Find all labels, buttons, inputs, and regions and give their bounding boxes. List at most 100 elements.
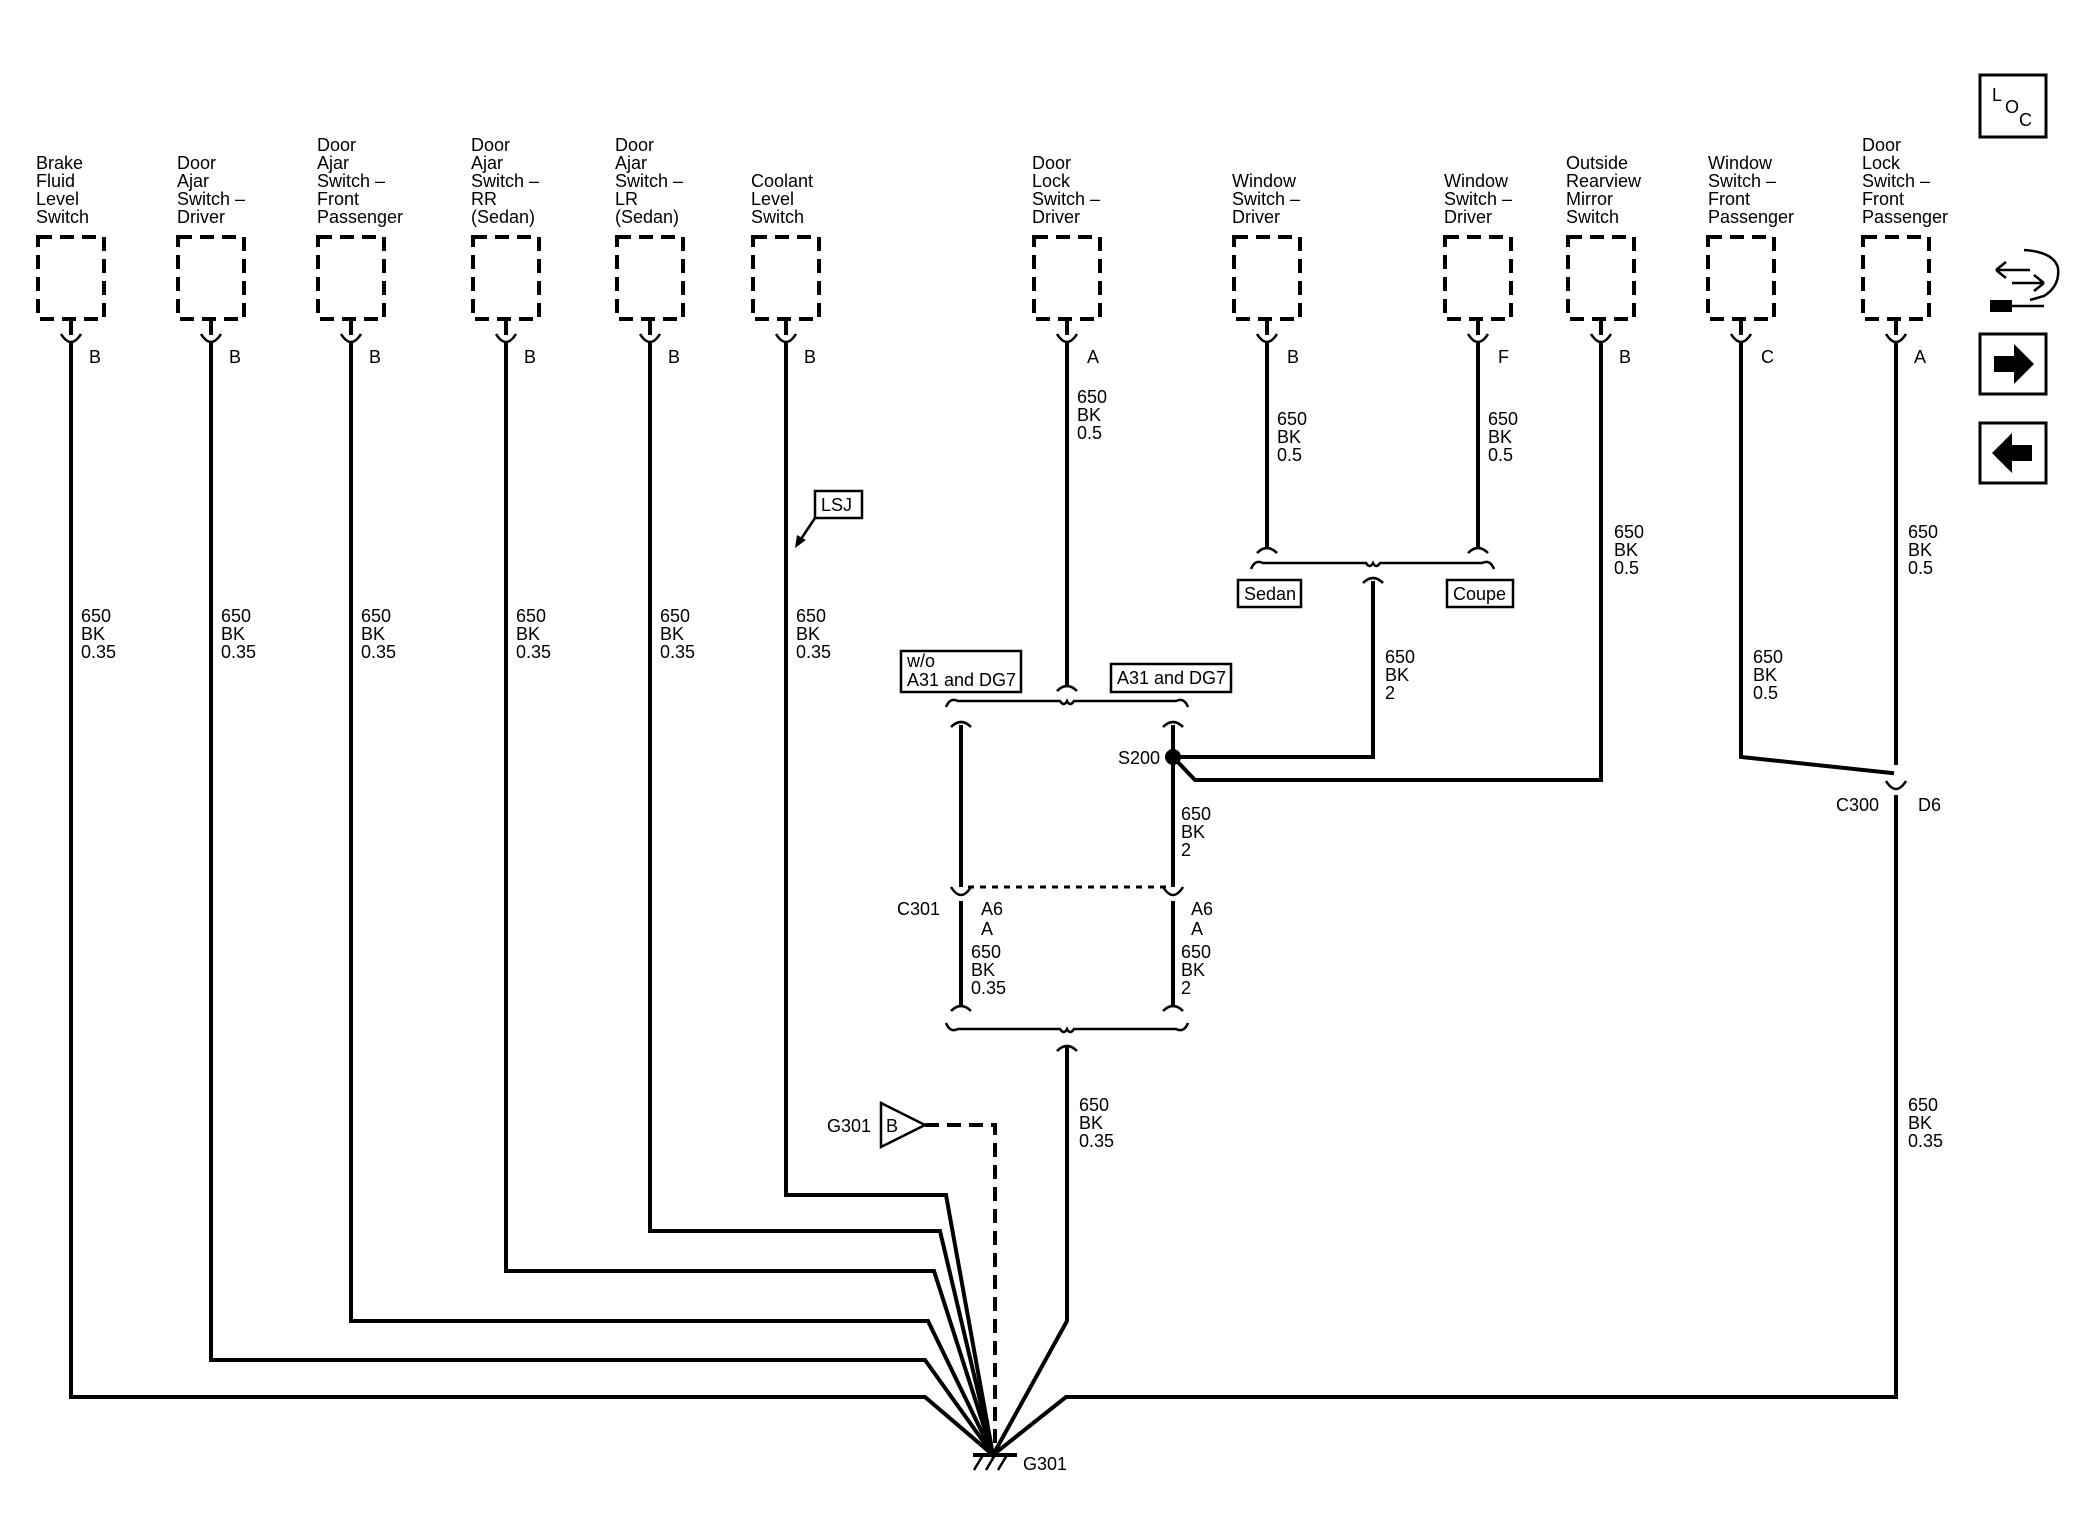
component-label-outside-rearview-mirror-switch: Outside Rearview Mirror Switch bbox=[1566, 153, 1642, 227]
option-without-a31-dg7: w/o A31 and DG7 bbox=[899, 649, 1023, 694]
circuit-label: 650 BK 2 bbox=[1181, 942, 1211, 998]
pin-label: A bbox=[1087, 347, 1099, 367]
svg-text:BK: BK bbox=[1753, 665, 1777, 685]
pin-label: D6 bbox=[1918, 795, 1941, 815]
svg-text:(Sedan): (Sedan) bbox=[615, 207, 679, 227]
component-label-window-switch-driver-sedan: Window Switch – Driver bbox=[1232, 171, 1300, 227]
circuit-labels: 650 BK 0.35 650 BK 0.35 650 BK 0.35 650 … bbox=[81, 387, 1943, 1151]
terminal bbox=[199, 317, 223, 344]
svg-text:Driver: Driver bbox=[1032, 207, 1080, 227]
svg-text:A31 and DG7: A31 and DG7 bbox=[1117, 668, 1226, 688]
circuit-label: 650 BK 0.35 bbox=[81, 606, 116, 662]
svg-text:BK: BK bbox=[796, 624, 820, 644]
svg-text:Passenger: Passenger bbox=[1708, 207, 1794, 227]
svg-text:Level: Level bbox=[36, 189, 79, 209]
svg-text:0.35: 0.35 bbox=[1908, 1131, 1943, 1151]
option-lsj: LSJ bbox=[795, 489, 864, 548]
wire-door-ajar-driver bbox=[209, 343, 996, 1458]
svg-text:650: 650 bbox=[361, 606, 391, 626]
svg-text:650: 650 bbox=[516, 606, 546, 626]
loc-button[interactable]: L O C bbox=[1978, 73, 2048, 139]
svg-text:C: C bbox=[2019, 110, 2032, 130]
svg-text:Lock: Lock bbox=[1032, 171, 1071, 191]
circuit-label: 650 BK 0.5 bbox=[1277, 409, 1307, 465]
circuit-label: 650 BK 0.35 bbox=[971, 942, 1006, 998]
svg-text:0.35: 0.35 bbox=[660, 642, 695, 662]
svg-text:Front: Front bbox=[1708, 189, 1750, 209]
svg-text:0.35: 0.35 bbox=[221, 642, 256, 662]
connector-label-c301: C301 bbox=[897, 899, 940, 919]
svg-text:O: O bbox=[2005, 97, 2019, 117]
component-label-door-ajar-switch-driver: Door Ajar Switch – Driver bbox=[177, 153, 245, 227]
svg-text:BK: BK bbox=[516, 624, 540, 644]
svg-text:LSJ: LSJ bbox=[821, 495, 852, 515]
svg-text:RR: RR bbox=[471, 189, 497, 209]
svg-text:650: 650 bbox=[1079, 1095, 1109, 1115]
svg-text:Driver: Driver bbox=[1444, 207, 1492, 227]
wire-brake-fluid bbox=[69, 343, 996, 1458]
svg-text:0.5: 0.5 bbox=[1077, 423, 1102, 443]
svg-text:Lock: Lock bbox=[1862, 153, 1901, 173]
svg-text:0.5: 0.5 bbox=[1908, 558, 1933, 578]
pin-label: A bbox=[1914, 347, 1926, 367]
svg-text:Mirror: Mirror bbox=[1566, 189, 1613, 209]
component-label-door-ajar-switch-lr: Door Ajar Switch – LR (Sedan) bbox=[615, 135, 683, 227]
wires bbox=[69, 343, 1908, 1458]
svg-text:Passenger: Passenger bbox=[317, 207, 403, 227]
terminal bbox=[1255, 317, 1279, 344]
pin-label: B bbox=[229, 347, 241, 367]
svg-text:BK: BK bbox=[1181, 960, 1205, 980]
harness-icon[interactable] bbox=[1990, 248, 2060, 312]
svg-text:650: 650 bbox=[221, 606, 251, 626]
component-box bbox=[1861, 235, 1931, 321]
svg-text:Ajar: Ajar bbox=[471, 153, 503, 173]
svg-text:LR: LR bbox=[615, 189, 638, 209]
pin-label: B bbox=[89, 347, 101, 367]
svg-text:650: 650 bbox=[81, 606, 111, 626]
svg-text:Passenger: Passenger bbox=[1862, 207, 1948, 227]
terminal bbox=[1729, 317, 1753, 344]
svg-text:0.5: 0.5 bbox=[1277, 445, 1302, 465]
component-label-door-ajar-switch-front-passenger: Door Ajar Switch – Front Passenger bbox=[317, 135, 403, 227]
svg-text:BK: BK bbox=[1079, 1113, 1103, 1133]
pin-label: C bbox=[1761, 347, 1774, 367]
component-label-brake-fluid-level-switch: Brake Fluid Level Switch bbox=[36, 153, 89, 227]
wire-door-ajar-lr bbox=[648, 343, 996, 1458]
arrow-right-button[interactable] bbox=[1978, 332, 2048, 396]
svg-text:Switch –: Switch – bbox=[317, 171, 385, 191]
svg-text:650: 650 bbox=[971, 942, 1001, 962]
svg-text:0.5: 0.5 bbox=[1614, 558, 1639, 578]
terminal bbox=[339, 317, 363, 344]
svg-text:BK: BK bbox=[1277, 427, 1301, 447]
svg-text:Door: Door bbox=[177, 153, 216, 173]
svg-text:Window: Window bbox=[1444, 171, 1509, 191]
circuit-label: 650 BK 0.35 bbox=[660, 606, 695, 662]
splice-label: S200 bbox=[1118, 748, 1160, 768]
svg-text:Switch –: Switch – bbox=[615, 171, 683, 191]
svg-text:650: 650 bbox=[1181, 942, 1211, 962]
svg-text:BK: BK bbox=[1488, 427, 1512, 447]
svg-text:(Sedan): (Sedan) bbox=[471, 207, 535, 227]
ground-g301-inline: G301 B bbox=[827, 1100, 928, 1150]
svg-text:0.35: 0.35 bbox=[516, 642, 551, 662]
svg-text:Switch –: Switch – bbox=[1862, 171, 1930, 191]
circuit-label: 650 BK 0.35 bbox=[1079, 1095, 1114, 1151]
svg-text:BK: BK bbox=[971, 960, 995, 980]
svg-text:Window: Window bbox=[1708, 153, 1773, 173]
svg-text:G301: G301 bbox=[827, 1116, 871, 1136]
svg-text:Coolant: Coolant bbox=[751, 171, 813, 191]
svg-text:Level: Level bbox=[751, 189, 794, 209]
svg-text:Ajar: Ajar bbox=[317, 153, 349, 173]
terminal bbox=[1884, 317, 1908, 344]
component-label-coolant-level-switch: Coolant Level Switch bbox=[751, 171, 813, 227]
wire-g301-b-dashed bbox=[925, 1123, 997, 1455]
svg-text:Sedan: Sedan bbox=[1244, 584, 1296, 604]
component-label-window-switch-front-passenger: Window Switch – Front Passenger bbox=[1708, 153, 1794, 227]
circuit-label: 650 BK 0.35 bbox=[361, 606, 396, 662]
arrow-left-button[interactable] bbox=[1978, 421, 2048, 485]
component-box bbox=[1443, 235, 1513, 321]
svg-text:0.5: 0.5 bbox=[1753, 683, 1778, 703]
arrow-left-icon bbox=[1992, 433, 2032, 473]
wire-door-ajar-front-pass bbox=[349, 343, 996, 1458]
svg-text:w/o: w/o bbox=[906, 651, 935, 671]
